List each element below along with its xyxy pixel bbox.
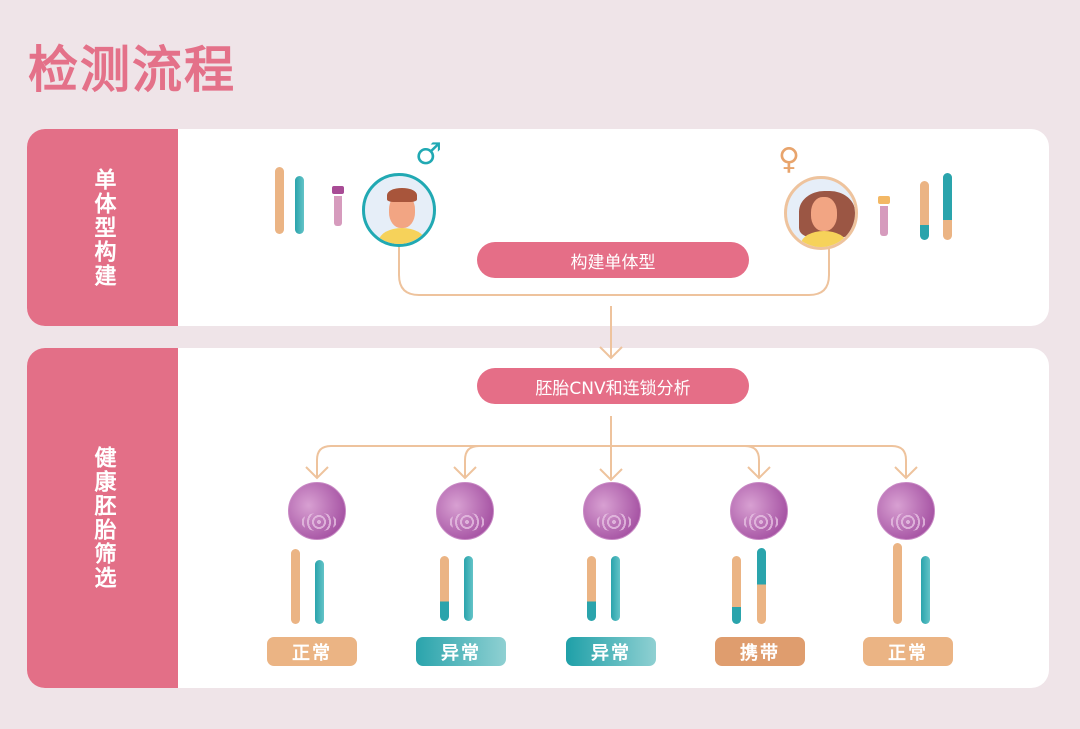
chromosome-icon xyxy=(757,548,766,624)
chromosome-icon xyxy=(291,549,300,624)
chromosome-icon xyxy=(440,556,449,621)
male-symbol-icon: ♂ xyxy=(415,137,442,172)
result-badge-normal: 正常 xyxy=(267,637,357,666)
chromosome-icon xyxy=(315,560,324,624)
cnv-linkage-step: 胚胎CNV和连锁分析 xyxy=(477,368,749,404)
result-badge-abnormal: 异常 xyxy=(416,637,506,666)
chromosome-icon xyxy=(275,167,284,234)
embryo-icon xyxy=(583,482,641,540)
test-tube-icon xyxy=(878,196,890,238)
female-symbol-icon: ♀ xyxy=(778,142,800,177)
result-badge-normal: 正常 xyxy=(863,637,953,666)
chromosome-icon xyxy=(587,556,596,621)
result-badge-abnormal: 异常 xyxy=(566,637,656,666)
male-avatar xyxy=(362,173,436,247)
embryo-panel: 健康胚胎筛选 xyxy=(27,348,1049,688)
chromosome-icon xyxy=(464,556,473,621)
chromosome-icon xyxy=(943,173,952,240)
chromosome-icon xyxy=(921,556,930,624)
stage-label-embryo: 健康胚胎筛选 xyxy=(27,348,178,688)
build-haplotype-step: 构建单体型 xyxy=(477,242,749,278)
stage-label-text: 健康胚胎筛选 xyxy=(90,446,116,590)
embryo-icon xyxy=(877,482,935,540)
embryo-icon xyxy=(288,482,346,540)
stage-label-haplotype: 单体型构建 xyxy=(27,129,178,326)
chromosome-icon xyxy=(611,556,620,621)
result-badge-carrier: 携带 xyxy=(715,637,805,666)
haplotype-panel: 单体型构建 xyxy=(27,129,1049,326)
test-tube-icon xyxy=(332,186,344,230)
chromosome-icon xyxy=(295,176,304,234)
embryo-icon xyxy=(730,482,788,540)
chromosome-icon xyxy=(920,181,929,240)
page-title: 检测流程 xyxy=(28,41,236,99)
female-avatar xyxy=(784,176,858,250)
stage-label-text: 单体型构建 xyxy=(90,167,116,288)
embryo-icon xyxy=(436,482,494,540)
chromosome-icon xyxy=(732,556,741,624)
chromosome-icon xyxy=(893,543,902,624)
